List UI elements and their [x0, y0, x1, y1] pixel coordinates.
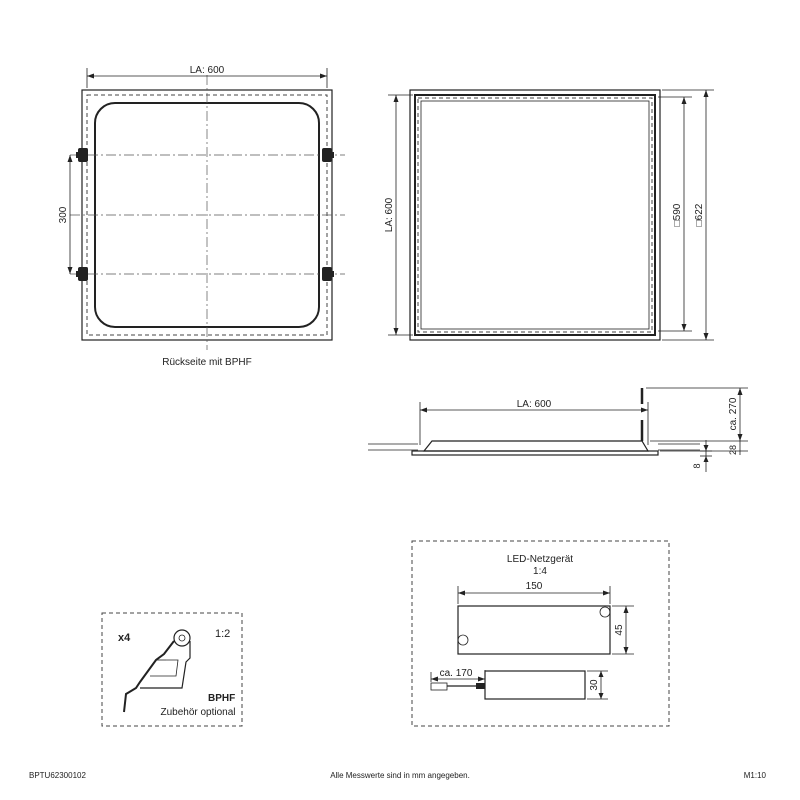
front-view-inner-label: □590	[672, 203, 683, 226]
driver-connector	[430, 682, 448, 691]
driver-cable-gland	[476, 683, 485, 689]
back-view-caption: Rückseite mit BPHF	[162, 357, 251, 368]
accessory-quantity: x4	[118, 632, 131, 644]
back-view: LA: 600 300 Rückseite mit BPHF	[58, 65, 345, 368]
side-view-depth-label: 28	[728, 445, 738, 455]
driver-title: LED-Netzgerät	[507, 554, 573, 565]
front-view: LA: 600 □590 □622	[384, 89, 714, 341]
panel-flange	[411, 450, 659, 456]
driver-small-height-label: 30	[589, 679, 600, 691]
clip-icon	[76, 148, 88, 162]
front-view-diffuser	[420, 100, 650, 330]
back-view-width-label: LA: 600	[190, 65, 225, 76]
accessory-note: Zubehör optional	[160, 707, 235, 718]
clip-icon	[322, 267, 334, 281]
driver-length-label: 150	[526, 581, 543, 592]
driver-body	[457, 605, 611, 655]
side-view: LA: 600 ca. 270 28 8	[368, 387, 748, 472]
bracket-icon	[123, 629, 191, 713]
front-view-outer-frame	[409, 89, 661, 341]
accessory-name: BPHF	[208, 693, 235, 704]
back-view-spacing-label: 300	[58, 206, 69, 223]
driver-height-label: 45	[614, 624, 625, 636]
drawing-scale: M1:10	[744, 771, 767, 780]
front-view-height-label: LA: 600	[384, 197, 395, 232]
driver-mount-hole	[599, 606, 611, 618]
front-view-inner-frame	[414, 94, 656, 336]
measurement-note: Alle Messwerte sind in mm angegeben.	[330, 771, 470, 780]
driver-cable-label: ca. 170	[440, 668, 473, 679]
article-number: BPTU62300102	[29, 771, 86, 780]
clip-icon	[322, 148, 334, 162]
front-view-dashed-line	[417, 97, 653, 333]
side-view-width-label: LA: 600	[517, 399, 552, 410]
clip-icon	[76, 267, 88, 281]
side-view-height-label: ca. 270	[728, 397, 739, 430]
panel-profile	[422, 440, 650, 452]
driver-box: LED-Netzgerät 1:4 150 45 ca. 170	[411, 540, 670, 727]
driver-scale: 1:4	[533, 566, 547, 577]
side-view-flange-label: 8	[692, 463, 702, 468]
driver-box-frame	[411, 540, 670, 727]
front-view-outer-label: □622	[694, 203, 705, 226]
accessory-box-frame	[101, 612, 243, 727]
driver-side-body	[484, 670, 586, 700]
accessory-box: x4 1:2 BPHF Zubehör optional	[101, 612, 243, 727]
footer: BPTU62300102 Alle Messwerte sind in mm a…	[29, 771, 767, 780]
driver-mount-hole	[457, 634, 469, 646]
accessory-scale: 1:2	[215, 628, 230, 640]
